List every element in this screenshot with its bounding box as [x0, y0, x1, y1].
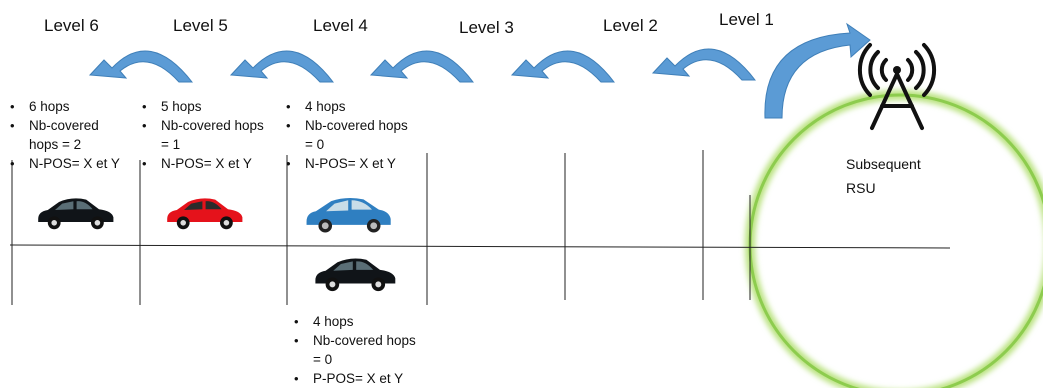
car-icon: [38, 198, 114, 230]
curved-arrow-icon: [764, 22, 871, 119]
position-info: N-POS= X et Y: [140, 154, 265, 173]
position-info: P-POS= X et Y: [292, 369, 417, 388]
rsu-label-line2: RSU: [846, 180, 876, 196]
hops-count: 5 hops: [140, 97, 265, 116]
nb-covered-hops: Nb-covered hops = 2: [8, 116, 128, 154]
vehicle-info-level6: 6 hops Nb-covered hops = 2 N-POS= X et Y: [8, 97, 128, 173]
level-label-6: Level 6: [44, 16, 99, 35]
level-label-1: Level 1: [719, 10, 774, 29]
level-label-2: Level 2: [603, 16, 658, 35]
nb-covered-hops: Nb-covered hops = 1: [140, 116, 265, 154]
vehicle-info-lower: 4 hops Nb-covered hops = 0 P-POS= X et Y: [292, 312, 417, 388]
curved-arrow-icon: [229, 50, 335, 83]
rsu-label-line1: Subsequent: [846, 156, 921, 172]
curved-arrow-icon: [510, 50, 616, 83]
vehicle-info-level4: 4 hops Nb-covered hops = 0 N-POS= X et Y: [284, 97, 409, 173]
nb-covered-hops: Nb-covered hops = 0: [284, 116, 409, 154]
car-icon: [306, 198, 391, 233]
level-arrows: [88, 22, 871, 119]
hops-count: 6 hops: [8, 97, 128, 116]
nb-covered-hops: Nb-covered hops = 0: [292, 331, 417, 369]
rsu-label: Subsequent RSU: [846, 152, 921, 200]
level-label-5: Level 5: [173, 16, 228, 35]
hops-count: 4 hops: [292, 312, 417, 331]
position-info: N-POS= X et Y: [284, 154, 409, 173]
car-icon: [315, 258, 396, 292]
position-info: N-POS= X et Y: [8, 154, 128, 173]
level-label-3: Level 3: [459, 18, 514, 37]
rsu-coverage-ring: [745, 90, 1043, 388]
vehicle-info-level5: 5 hops Nb-covered hops = 1 N-POS= X et Y: [140, 97, 265, 173]
curved-arrow-icon: [369, 50, 475, 83]
curved-arrow-icon: [651, 48, 757, 81]
level-label-4: Level 4: [313, 16, 368, 35]
hops-count: 4 hops: [284, 97, 409, 116]
curved-arrow-icon: [88, 50, 194, 83]
road-horizontal-line: [9, 244, 951, 249]
antenna-icon: [857, 43, 937, 130]
road-grid: [9, 150, 951, 305]
car-icon: [167, 198, 243, 230]
